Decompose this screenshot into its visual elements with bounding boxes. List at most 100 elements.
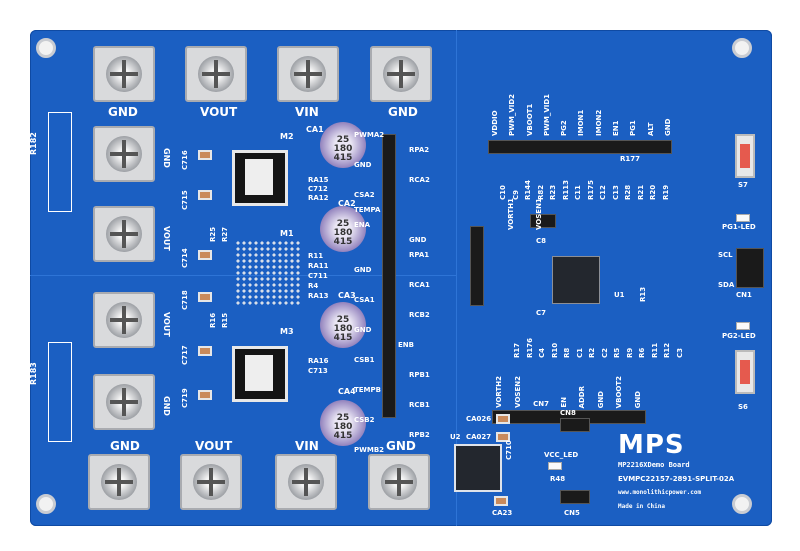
terminal-label: VOUT (200, 105, 238, 119)
ref-r183: R183 (29, 362, 38, 385)
ref-label: R5 (613, 347, 622, 358)
terminal-label: GND (162, 396, 171, 416)
res-labels-b: R11 RA11 C711 R4 RA13 (308, 251, 348, 301)
pin-label: GND (663, 118, 672, 136)
label-pg1-led: PG1-LED (722, 223, 756, 231)
pin-label: VOSEN2 (513, 376, 522, 408)
screw-icon (101, 464, 137, 500)
terminal-label: GND (110, 439, 140, 453)
test-point-header[interactable] (382, 134, 396, 418)
pin-label: EN (559, 397, 568, 408)
screw-icon (290, 56, 326, 92)
signal-header-top[interactable] (488, 140, 672, 154)
screw-icon (198, 56, 234, 92)
res-labels-a: RA15 C712 RA12 (308, 176, 348, 203)
screw-icon (381, 464, 417, 500)
pin-label: VORTH1 (507, 198, 515, 230)
pin-label: GND (409, 236, 427, 244)
origin-text: Made in China (618, 503, 665, 510)
electrolytic-capacitor-ca4: 25 180 415 (320, 400, 366, 446)
pin-label: RPB1 (409, 371, 430, 379)
pin-label: PG1 (629, 120, 638, 136)
capacitor (198, 292, 212, 302)
pin-label: RCB1 (409, 401, 430, 409)
pin-label: GND (596, 390, 605, 408)
jumper-cn8[interactable] (560, 418, 590, 432)
ref-label: R15 (221, 312, 229, 328)
pin-label: PWM_VID2 (508, 93, 517, 136)
board-part-number: EVMPC22157-2891-SPLIT-02A (618, 475, 735, 483)
ref-label: RA11 (308, 262, 329, 270)
board-name: MP2216XDemo Board (618, 461, 690, 469)
pin-label: TEMPB (354, 386, 381, 394)
push-button-s6[interactable] (735, 350, 755, 394)
ref-label: C718 (181, 290, 189, 310)
mps-logo: MPS (618, 430, 685, 460)
push-button-s7[interactable] (735, 134, 755, 178)
terminal-label: VOUT (195, 439, 233, 453)
top-passive-labels: C10 C9 R144 R82 R23 R113 C11 R175 C12 C1… (499, 166, 670, 200)
screw-icon (288, 464, 324, 500)
ref-label: C12 (599, 185, 608, 200)
ref-label: R144 (524, 179, 533, 200)
ref-label: R23 (549, 184, 558, 200)
ref-cn8: CN8 (560, 409, 576, 417)
terminal-gnd-top-2[interactable] (370, 46, 432, 102)
pin-label: PWM_VID1 (542, 93, 551, 136)
terminal-vout-bottom[interactable] (180, 454, 242, 510)
pin-label: VOSEN1 (535, 198, 543, 230)
pin-label: VORTH2 (495, 376, 503, 408)
jumper-vorth1[interactable] (530, 214, 556, 228)
ref-label: C719 (181, 388, 189, 408)
pin-label: IMON1 (577, 109, 586, 136)
ref-label: R10 (550, 342, 559, 358)
terminal-label: GND (388, 105, 418, 119)
mosfet-m1-bga (235, 240, 301, 306)
power-inductor-m3 (232, 346, 288, 402)
terminal-vout-top[interactable] (185, 46, 247, 102)
mounting-hole (36, 494, 56, 514)
ref-label: C714 (181, 248, 189, 268)
i2c-header-cn1[interactable] (736, 248, 764, 288)
ref-label: C712 (308, 185, 328, 193)
ref-label: R82 (536, 184, 545, 200)
label-pg2-led: PG2-LED (722, 332, 756, 340)
ref-r48: R48 (550, 475, 566, 483)
terminal-gnd-bottom[interactable] (88, 454, 150, 510)
ref-label: R21 (636, 184, 645, 200)
jumper-cn5[interactable] (560, 490, 590, 504)
terminal-vin-top[interactable] (277, 46, 339, 102)
ref-label: R27 (221, 226, 229, 242)
controller-ic-u1 (552, 256, 600, 304)
pin-label: IMON2 (594, 109, 603, 136)
terminal-vout-left-2[interactable] (93, 292, 155, 348)
ref-label: R12 (663, 342, 672, 358)
pin-label: GND (633, 390, 642, 408)
pin-label: ENA (354, 221, 371, 229)
ref-label: R2 (588, 347, 597, 358)
terminal-vout-left[interactable] (93, 206, 155, 262)
terminal-vin-bottom[interactable] (275, 454, 337, 510)
capacitor (198, 190, 212, 200)
terminal-gnd-left[interactable] (93, 126, 155, 182)
terminal-label: GND (386, 439, 416, 453)
ref-label: C13 (611, 185, 620, 200)
cap-marking: 25 180 415 (333, 135, 353, 163)
terminal-gnd-top[interactable] (93, 46, 155, 102)
cap-marking: 25 180 415 (333, 219, 353, 247)
bottom-header-labels: VORTH2 VOSEN2 CN7 EN ADDR GND VBOOT2 GND (495, 362, 642, 408)
capacitor-ca23 (494, 496, 508, 506)
pin-label: CSB1 (354, 356, 375, 364)
ref-label: C3 (675, 347, 684, 358)
ref-c7: C7 (536, 309, 547, 317)
terminal-gnd-bottom-2[interactable] (368, 454, 430, 510)
capacitor (198, 390, 212, 400)
terminal-gnd-left-2[interactable] (93, 374, 155, 430)
jumper-header-left[interactable] (470, 226, 484, 306)
pin-label: PG2 (560, 120, 569, 136)
ref-ca2: CA2 (338, 199, 356, 208)
ref-r177: R177 (620, 155, 641, 163)
pin-label: RCB2 (409, 311, 430, 319)
terminal-label: VIN (295, 439, 319, 453)
ref-label: R11 (308, 252, 324, 260)
